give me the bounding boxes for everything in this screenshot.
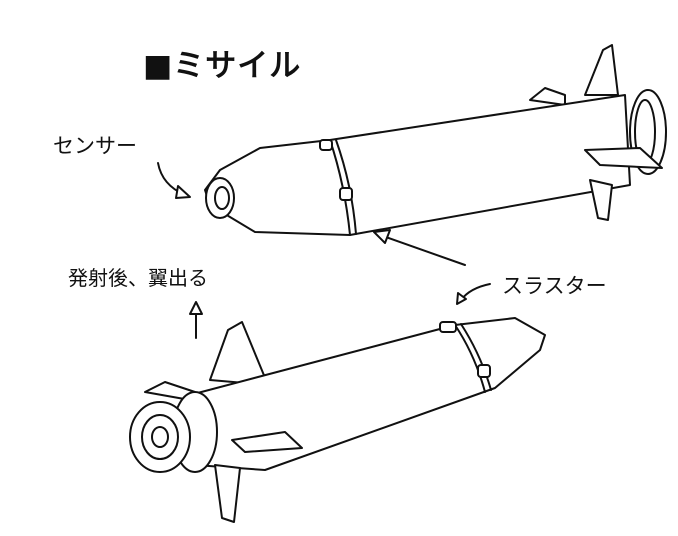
fin-top-down	[589, 179, 613, 221]
arrows	[157, 162, 491, 339]
sensor-head	[205, 177, 235, 219]
missile-top	[204, 44, 667, 236]
sensor-label: センサー	[53, 134, 137, 158]
thruster-port	[319, 139, 333, 151]
fin-top-up	[584, 44, 619, 96]
body-arrow	[379, 234, 466, 266]
missile-bottom	[129, 317, 546, 523]
tail-nozzle	[129, 401, 191, 473]
thruster-label: スラスター	[502, 274, 607, 298]
fin-bottom-up	[209, 321, 269, 386]
thruster-port	[339, 187, 353, 201]
fin-top-right	[584, 147, 663, 169]
wings-after-launch-label: 発射後、翼出る	[68, 266, 208, 290]
diagram-title: ■ミサイル	[143, 48, 302, 84]
fin-bottom-down	[214, 464, 241, 523]
body-top	[204, 94, 631, 236]
thruster-port	[439, 321, 457, 333]
fin-top-left	[529, 87, 566, 106]
fin-bottom-right	[231, 431, 303, 453]
thruster-port	[477, 364, 491, 378]
